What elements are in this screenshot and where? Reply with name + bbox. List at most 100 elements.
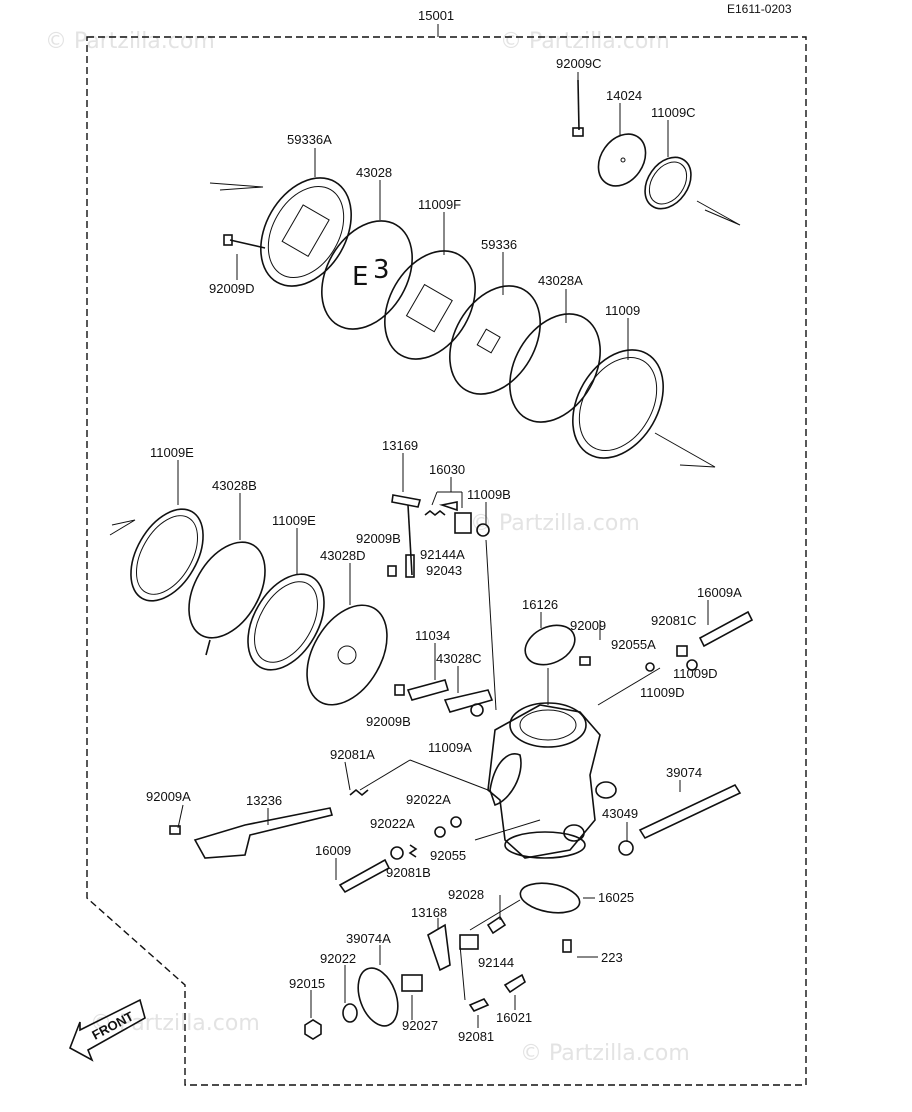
part-label-92144: 92144 [478,955,514,970]
pin-92043 [405,554,415,578]
gasket-11009E [247,573,325,671]
part-label-92081: 92081 [458,1029,494,1044]
diaphragm-43028A [509,313,601,423]
part-label-92009B: 92009B [366,714,411,729]
plate-16126 [524,624,576,666]
part-label-13168: 13168 [411,905,447,920]
seal-43049 [618,840,634,856]
screw-16009 [338,858,391,894]
gasket-11009E [130,508,204,602]
spring-92081A [349,788,369,797]
part-label-11009E: 11009E [272,513,316,528]
lever-13169 [391,494,422,576]
watermark-text: © Partzilla.com [500,29,670,54]
part-label-11009B: 11009B [467,487,511,502]
part-label-59336A: 59336A [287,132,332,147]
screw-92009 [579,656,591,666]
figure-code: E1611-0203 [727,2,792,16]
pump-cover-59336A [260,177,352,287]
spring-92081 [468,998,490,1012]
screw-92009B [394,684,405,696]
svg-text:E: E [352,262,368,292]
watermark-text: © Partzilla.com [45,29,215,54]
screw-92009B [387,565,397,577]
screw-92009A [169,825,181,835]
screw-92009C [572,79,584,137]
part-label-43028D: 43028D [320,548,366,563]
part-label-92022A: 92022A [406,792,451,807]
gasket-11009A [470,703,484,717]
part-label-16025: 16025 [598,890,634,905]
plate-11034 [406,679,450,701]
part-label-223: 223 [601,950,623,965]
part-label-11009D: 11009D [640,685,685,700]
watermark-text: © Partzilla.com [470,511,640,536]
part-label-13169: 13169 [382,438,418,453]
part-label-11009: 11009 [605,303,640,318]
part-label-11009D: 11009D [673,666,718,681]
part-label-11009F: 11009F [418,197,461,212]
carburetor-body [487,702,617,859]
part-label-92081B: 92081B [386,865,431,880]
lower-diaphragm-group [109,508,388,706]
diaphragm-16025 [519,882,581,914]
part-labels: 15001 92009C 14024 11009C 59336A 43028 1… [146,8,742,1044]
part-label-16021: 16021 [496,1010,532,1025]
gasket-43028C [443,689,494,713]
part-label-11009E: 11009E [150,445,194,460]
part-label-13236: 13236 [246,793,282,808]
part-label-43028A: 43028A [538,273,583,288]
washer-92022 [342,1003,358,1023]
top-diaphragm-group: E 3 [209,79,741,468]
watermark-text: © Partzilla.com [90,1011,260,1036]
part-label-39074: 39074 [666,765,702,780]
part-label-43049: 43049 [602,806,638,821]
small-parts [169,494,754,1040]
gasket-11009 [572,349,664,459]
part-label-16030: 16030 [429,462,465,477]
screw-223 [562,939,572,953]
screw-16009A [698,610,754,648]
nut-92015 [304,1019,322,1040]
screw-92009D [223,234,266,249]
part-label-11009C: 11009C [651,105,696,120]
diaphragm-43028B [188,541,266,656]
part-label-14024: 14024 [606,88,642,103]
spring-92028 [486,915,507,935]
collar-92144 [459,934,479,950]
part-label-43028C: 43028C [436,651,482,666]
part-label-92009C: 92009C [556,56,602,71]
oring-11009D [645,659,698,672]
part-label-92009A: 92009A [146,789,191,804]
collar-92027 [401,974,423,992]
washer-92022A [390,826,446,860]
part-label-92144A: 92144A [420,547,465,562]
part-label-39074A: 39074A [346,931,391,946]
part-label-16009A: 16009A [697,585,742,600]
part-label-16126: 16126 [522,597,558,612]
part-label-92009D: 92009D [209,281,255,296]
part-label-11009A: 11009A [428,740,472,755]
spring-92081C [676,645,688,657]
leader-lines [177,72,709,1028]
part-label-92009B: 92009B [356,531,401,546]
spring-92081B [408,844,418,858]
shaft-13236 [193,807,333,859]
part-label-16009: 16009 [315,843,351,858]
gasket-11009C [644,156,692,210]
shaft-39074 [638,783,742,840]
part-label-11034: 11034 [415,628,450,643]
axis-line [209,182,264,191]
part-label-43028: 43028 [356,165,392,180]
part-label-92022: 92022 [320,951,356,966]
cover-plate-14024 [597,133,647,187]
part-label-92022A: 92022A [370,816,415,831]
part-label-92055A: 92055A [611,637,656,652]
svg-text:3: 3 [373,255,390,285]
watermark-text: © Partzilla.com [520,1041,690,1066]
part-label-92055: 92055 [430,848,466,863]
part-label-92081C: 92081C [651,613,697,628]
part-label-15001: 15001 [418,8,454,23]
diaphragm-43028D [306,604,388,706]
